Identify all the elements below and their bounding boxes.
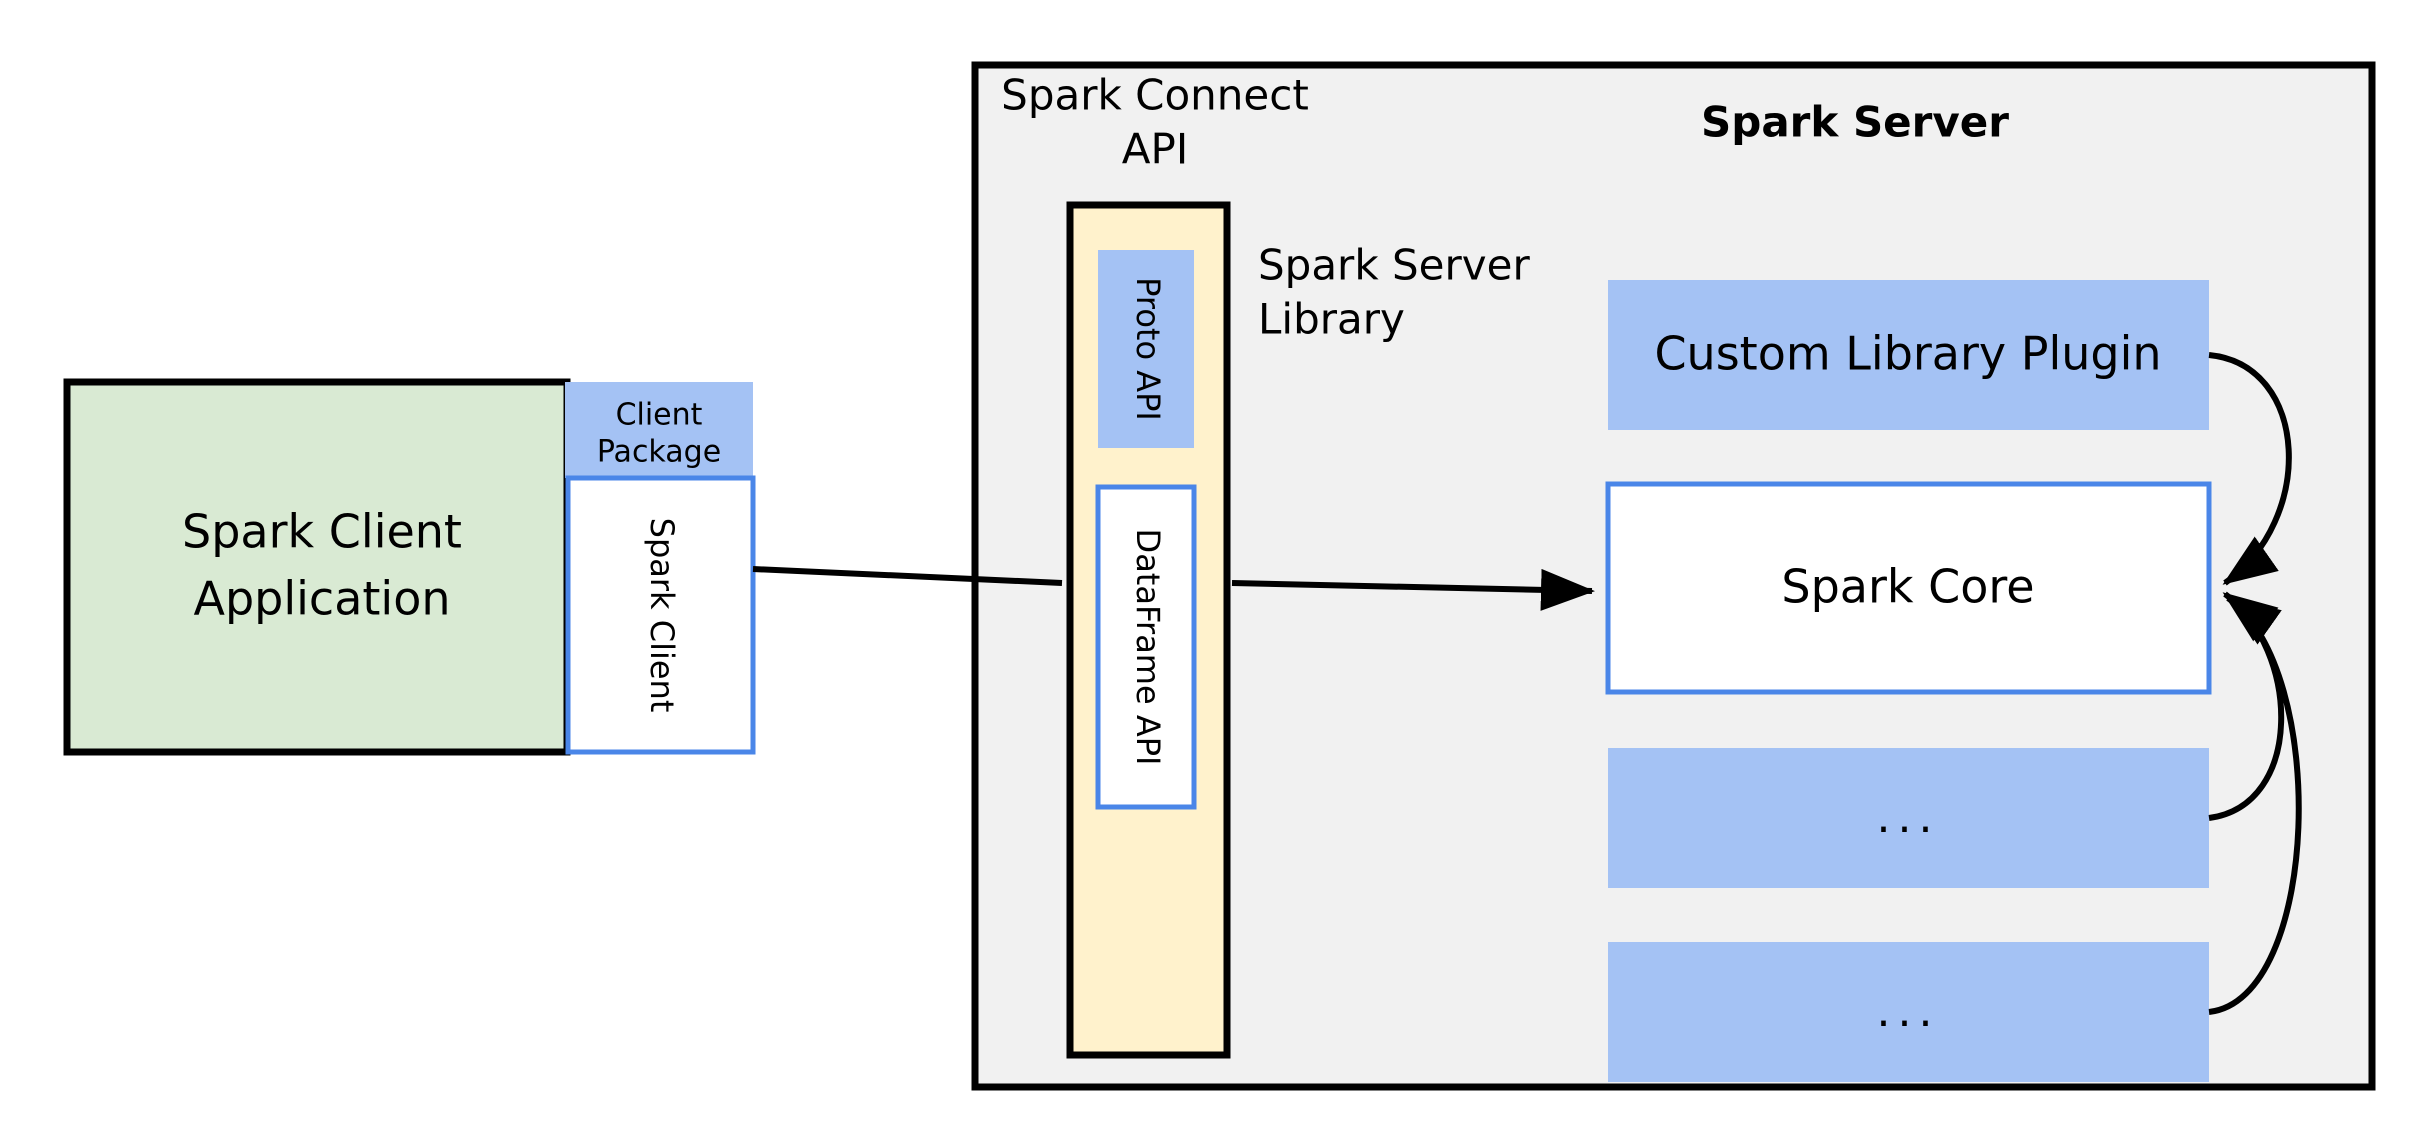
placeholder-box-1-rect[interactable] bbox=[1608, 748, 2209, 888]
custom-library-plugin-box[interactable]: Custom Library Plugin bbox=[1608, 280, 2209, 430]
placeholder-box-2-rect[interactable] bbox=[1608, 942, 2209, 1082]
proto-api-box-rect[interactable] bbox=[1098, 250, 1194, 448]
spark-client-label: Spark Client bbox=[643, 518, 681, 713]
dataframe-api-box[interactable]: DataFrame API bbox=[1095, 484, 1197, 810]
spark-connect-api-label: Spark Connect API bbox=[1001, 71, 1309, 174]
spark-server-title: Spark Server bbox=[1701, 98, 2009, 147]
client-package-box[interactable]: Client Package bbox=[565, 382, 753, 478]
connector-client-to-connect-api bbox=[752, 566, 1063, 586]
placeholder-box-2[interactable]: ... bbox=[1608, 942, 2209, 1082]
connector-connect-api-to-spark-core bbox=[1231, 568, 1595, 611]
dataframe-api-label: DataFrame API bbox=[1129, 529, 1167, 766]
connector-custom-library-plugin-to-spark-core bbox=[2208, 352, 2292, 586]
proto-api-label: Proto API bbox=[1129, 277, 1167, 421]
placeholder-box-1[interactable]: ... bbox=[1608, 748, 2209, 888]
dataframe-api-box-rect[interactable] bbox=[1095, 484, 1197, 810]
spark-client-application-label-line2: Application bbox=[193, 572, 450, 626]
custom-library-plugin-label: Custom Library Plugin bbox=[1654, 327, 2161, 381]
connector-placeholder-2-to-spark-core bbox=[2208, 595, 2302, 1015]
spark-core-box[interactable]: Spark Core bbox=[1605, 481, 2212, 695]
spark-client-application-rect[interactable] bbox=[63, 378, 571, 756]
spark-connect-api-column[interactable]: Proto API DataFrame API bbox=[1066, 201, 1231, 1059]
placeholder-box-2-label: ... bbox=[1877, 986, 1940, 1037]
spark-server-library-label-line1: Spark Server bbox=[1258, 241, 1530, 290]
spark-client-rect[interactable] bbox=[565, 475, 756, 755]
spark-core-rect[interactable] bbox=[1605, 481, 2212, 695]
placeholder-box-1-label: ... bbox=[1877, 792, 1940, 843]
spark-core-label: Spark Core bbox=[1781, 560, 2034, 614]
client-package-label-line2: Package bbox=[597, 435, 721, 470]
spark-connect-api-label-line1: Spark Connect bbox=[1001, 71, 1309, 120]
spark-server-library-label-line2: Library bbox=[1258, 295, 1405, 344]
spark-client-box[interactable]: Spark Client bbox=[565, 475, 756, 755]
client-package-label-line1: Client bbox=[616, 398, 703, 433]
client-package-rect[interactable] bbox=[565, 382, 753, 478]
spark-server-library-label: Spark Server Library bbox=[1258, 241, 1530, 344]
spark-client-application-label-line1: Spark Client bbox=[182, 505, 462, 559]
server-component-stack: Custom Library Plugin Spark Core ... ... bbox=[1605, 280, 2212, 1082]
spark-client-application-box[interactable]: Spark Client Application bbox=[63, 378, 571, 756]
spark-connect-api-label-line2: API bbox=[1122, 125, 1188, 174]
proto-api-box[interactable]: Proto API bbox=[1098, 250, 1194, 448]
custom-library-plugin-rect[interactable] bbox=[1608, 280, 2209, 430]
